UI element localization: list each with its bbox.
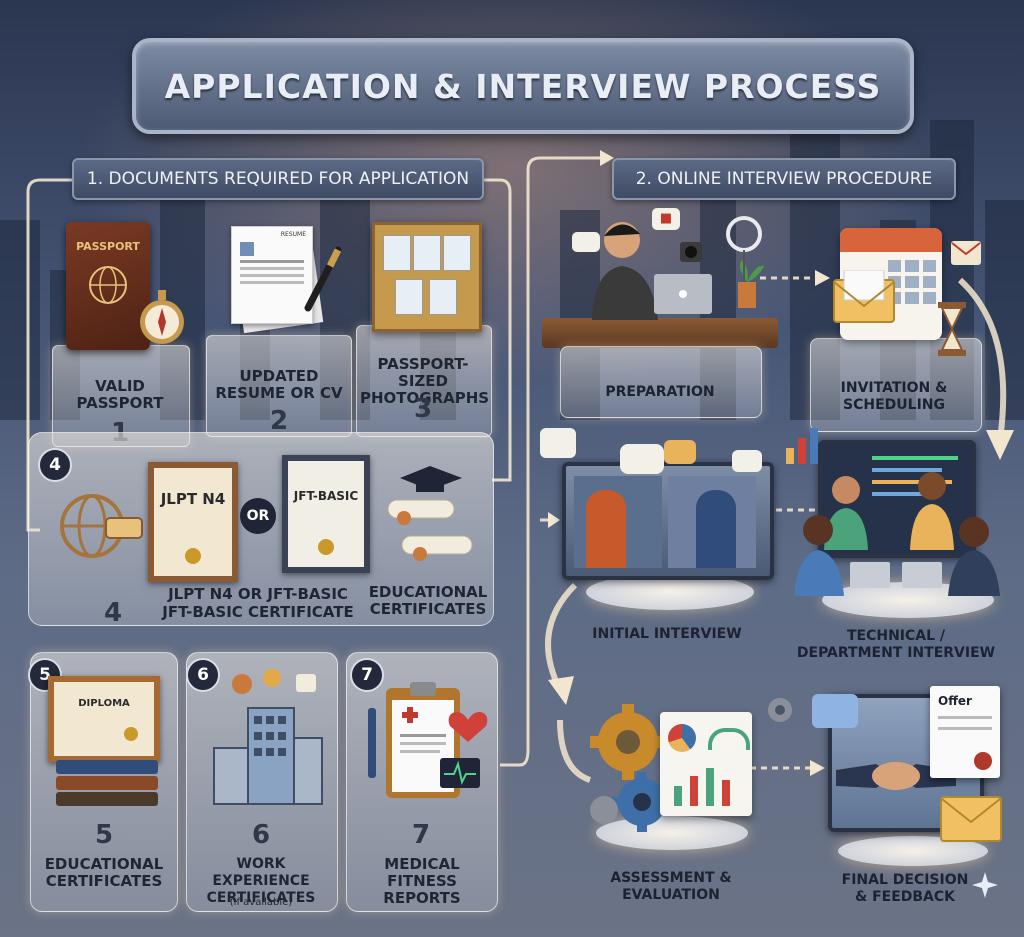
speech-bubble-icon-2 bbox=[664, 440, 696, 464]
small-gear-icon bbox=[768, 698, 792, 722]
speech-bubble-icon-3 bbox=[732, 450, 762, 472]
bar-chart-icon bbox=[786, 428, 818, 464]
item-2-number: 2 bbox=[269, 406, 289, 436]
passport-label: PASSPORT bbox=[76, 240, 140, 253]
globe-icon bbox=[60, 494, 143, 558]
graduation-cap-icon bbox=[387, 466, 473, 561]
handshake-icon bbox=[836, 762, 956, 790]
medical-clipboard-icon bbox=[368, 682, 488, 798]
or-badge: OR bbox=[240, 498, 276, 534]
pedestal-photos bbox=[356, 325, 492, 437]
step-invitation-label: INVITATION & SCHEDULING bbox=[840, 380, 948, 413]
item-6-label: WORK EXPERIENCE CERTIFICATES bbox=[206, 856, 316, 906]
item-7-label: MEDICAL FITNESS REPORTS bbox=[383, 855, 461, 907]
building-icon bbox=[213, 669, 323, 805]
pedestal-passport bbox=[52, 345, 190, 447]
pedestal-resume bbox=[206, 335, 352, 437]
speech-bubble-icon bbox=[620, 444, 664, 474]
heart-icon bbox=[448, 712, 488, 742]
passport-globe-icon bbox=[89, 266, 127, 304]
step-technical-label: TECHNICAL / DEPARTMENT INTERVIEW bbox=[796, 628, 996, 661]
pedestal-initial bbox=[586, 574, 754, 610]
jft-certificate: JFT-BASIC bbox=[282, 455, 370, 573]
jlpt-certificate: JLPT N4 bbox=[148, 462, 238, 582]
books-icon bbox=[56, 760, 158, 808]
pedestal-assessment bbox=[596, 816, 748, 850]
preparation-desk bbox=[542, 318, 778, 348]
envelope-icon bbox=[833, 270, 895, 323]
final-envelope-icon bbox=[940, 796, 1002, 842]
chart-icon bbox=[660, 712, 752, 816]
team-people-icon bbox=[794, 472, 1000, 596]
item-1-label: VALID PASSPORT bbox=[76, 377, 164, 412]
title-banner: APPLICATION & INTERVIEW PROCESS bbox=[132, 38, 914, 134]
item-4-number: 4 bbox=[103, 598, 123, 628]
step-preparation-label: PREPARATION bbox=[605, 384, 715, 400]
item-6-badge: 6 bbox=[186, 658, 220, 692]
item-7-number: 7 bbox=[411, 820, 431, 850]
section-1-label: 1. DOCUMENTS REQUIRED FOR APPLICATION bbox=[72, 158, 484, 200]
item-4-label-main: JLPT N4 OR JFT-BASIC bbox=[168, 585, 348, 603]
item-4-label-right: EDUCATIONAL CERTIFICATES bbox=[368, 583, 488, 618]
item-7-badge: 7 bbox=[350, 658, 384, 692]
item-6-number: 6 bbox=[251, 820, 271, 850]
passport-icon: PASSPORT bbox=[66, 222, 150, 350]
video-call-icon: ■ bbox=[652, 208, 680, 230]
photos-icon bbox=[372, 222, 482, 332]
chat-bubble-icon bbox=[572, 232, 600, 252]
sparkle-icon bbox=[972, 872, 998, 898]
item-5-label: EDUCATIONAL CERTIFICATES bbox=[44, 855, 164, 890]
initial-interview-monitor bbox=[562, 462, 774, 580]
pedestal-preparation bbox=[560, 346, 762, 418]
diploma-icon: DIPLOMA bbox=[48, 676, 160, 762]
step-initial-label: INITIAL INTERVIEW bbox=[592, 626, 742, 642]
item-6-note: (if available) bbox=[229, 897, 293, 908]
page-title: APPLICATION & INTERVIEW PROCESS bbox=[164, 66, 882, 106]
mail-icon bbox=[951, 241, 981, 265]
step-final-label: FINAL DECISION & FEEDBACK bbox=[841, 872, 969, 905]
offer-letter-text: Offer bbox=[938, 694, 972, 708]
pen-icon bbox=[304, 246, 342, 312]
step-assessment-label: ASSESSMENT & EVALUATION bbox=[610, 870, 732, 903]
hourglass-icon bbox=[938, 302, 966, 356]
item-2-label: UPDATED RESUME OR CV bbox=[215, 367, 343, 402]
resume-icon: RESUME bbox=[225, 222, 324, 334]
message-icon bbox=[540, 428, 576, 458]
chat-bubble-final-icon bbox=[812, 694, 858, 728]
section-2-label: 2. ONLINE INTERVIEW PROCEDURE bbox=[612, 158, 956, 200]
item-3-number: 3 bbox=[413, 394, 433, 424]
item-5-number: 5 bbox=[94, 820, 114, 850]
gear-icon bbox=[590, 704, 672, 832]
resume-header: RESUME bbox=[280, 231, 306, 238]
person-at-laptop-icon bbox=[592, 216, 764, 320]
compass-icon bbox=[140, 290, 184, 344]
item-3-label: PASSPORT-SIZED PHOTOGRAPHS bbox=[360, 355, 490, 407]
item-4-label-sub: JFT-BASIC CERTIFICATE bbox=[162, 603, 354, 621]
offer-letter-icon: Offer bbox=[930, 686, 1000, 778]
item-4-badge: 4 bbox=[38, 448, 72, 482]
